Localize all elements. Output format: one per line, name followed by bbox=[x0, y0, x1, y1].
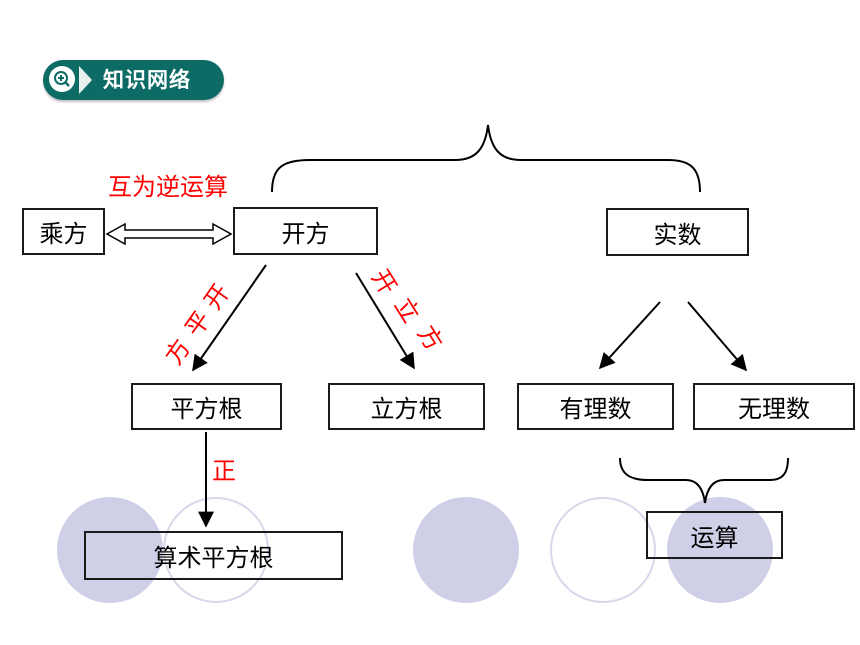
badge-title: 知识网络 bbox=[103, 68, 191, 92]
arrow-to-pingfanggen bbox=[192, 264, 267, 372]
decor-circle-filled bbox=[413, 497, 519, 603]
double-arrow bbox=[105, 222, 233, 246]
node-kaifang: 开方 bbox=[233, 207, 378, 255]
node-suanshu-pingfanggen: 算术平方根 bbox=[84, 531, 343, 580]
zoom-in-icon bbox=[49, 66, 75, 92]
brace-bottom bbox=[619, 457, 789, 504]
node-label: 运算 bbox=[690, 523, 739, 552]
node-label: 立方根 bbox=[370, 395, 443, 423]
section-badge: 知识网络 bbox=[43, 60, 224, 100]
arrow-to-wulishu bbox=[687, 301, 748, 372]
decor-circle-filled bbox=[57, 497, 163, 603]
label-zheng: 正 bbox=[212, 457, 236, 485]
node-label: 平方根 bbox=[170, 395, 243, 423]
label-inverse-operation: 互为逆运算 bbox=[108, 173, 228, 201]
node-youlishu: 有理数 bbox=[517, 383, 674, 430]
node-label: 算术平方根 bbox=[153, 544, 274, 572]
node-label: 无理数 bbox=[738, 395, 810, 423]
node-label: 开方 bbox=[281, 219, 330, 248]
decor-circle-outline bbox=[163, 497, 269, 603]
decor-circle-outline bbox=[550, 497, 656, 603]
node-yunsuan: 运算 bbox=[646, 511, 783, 559]
node-lifanggen: 立方根 bbox=[328, 383, 485, 430]
node-shishu: 实数 bbox=[606, 208, 749, 256]
arrow-to-youlishu bbox=[598, 301, 661, 370]
chevron-right-icon bbox=[79, 66, 92, 94]
node-pingfanggen: 平方根 bbox=[131, 383, 282, 430]
arrow-to-lifanggen bbox=[355, 272, 415, 370]
brace-top bbox=[271, 124, 701, 193]
node-label: 乘方 bbox=[39, 220, 88, 248]
node-label: 实数 bbox=[653, 220, 702, 249]
node-chengfang: 乘方 bbox=[22, 208, 105, 255]
node-wulishu: 无理数 bbox=[693, 383, 855, 430]
decor-circle-filled bbox=[667, 497, 773, 603]
node-label: 有理数 bbox=[559, 395, 632, 423]
